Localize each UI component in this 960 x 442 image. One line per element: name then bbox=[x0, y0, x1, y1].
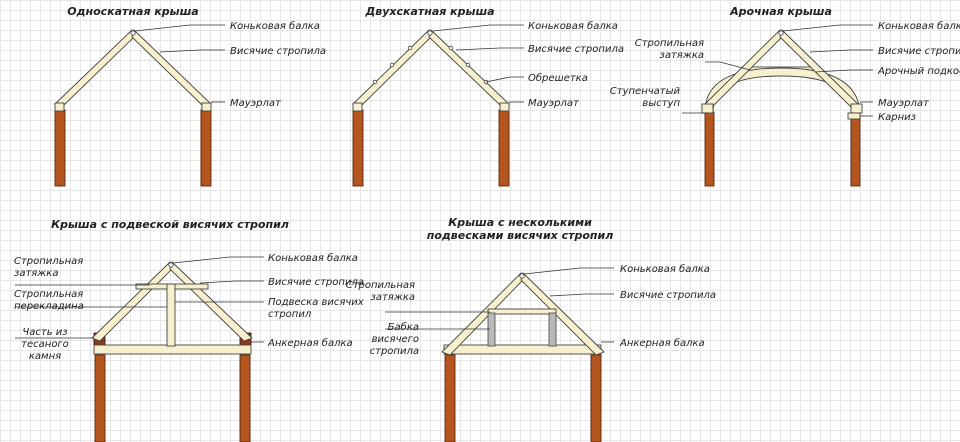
label-wall-plate: Мауэрлат bbox=[230, 98, 282, 109]
diagram-queen-post-roof: Крыша с несколькими подвесками висячих с… bbox=[346, 216, 716, 442]
batten bbox=[465, 62, 471, 68]
leader-line bbox=[199, 280, 264, 284]
queen-post-right bbox=[548, 312, 557, 347]
wall-post-left bbox=[352, 109, 364, 187]
label-hanging-rafters: Висячие стропила bbox=[268, 277, 364, 288]
ridge-beam bbox=[427, 30, 433, 36]
leader-line bbox=[814, 69, 873, 73]
batten bbox=[389, 62, 395, 68]
leader-line bbox=[523, 267, 614, 275]
label-ridge-beam: Коньковая балка bbox=[878, 20, 960, 32]
rafter-right bbox=[428, 29, 510, 107]
wall-post-left bbox=[444, 354, 456, 442]
wall-post-right bbox=[850, 111, 861, 187]
label-ridge-beam: Коньковая балка bbox=[528, 20, 618, 32]
wall-post-right bbox=[200, 109, 212, 187]
label-anchor-beam: Анкерная балка bbox=[267, 337, 353, 349]
leader-line bbox=[485, 76, 524, 83]
wall-post-left bbox=[54, 109, 66, 187]
leader-line bbox=[705, 61, 751, 71]
label-anchor-beam: Анкерная балка bbox=[619, 337, 705, 349]
leader-line bbox=[159, 49, 225, 53]
leader-line bbox=[172, 256, 264, 264]
ridge-beam bbox=[519, 273, 525, 279]
wall-plate-left bbox=[54, 102, 65, 112]
label-ridge-beam: Коньковая балка bbox=[620, 263, 710, 275]
diagram-gable-roof: Двухскатная крыша Коньковая балка Висячи… bbox=[352, 5, 624, 187]
rafter-left bbox=[91, 261, 173, 342]
label-hanging-rafters: Висячие стропила bbox=[230, 46, 326, 57]
batten bbox=[448, 45, 454, 51]
wall-plate-left bbox=[352, 102, 363, 112]
label-rafter-tie: Стропильная затяжка bbox=[346, 280, 415, 303]
label-hanging-rafters: Висячие стропила bbox=[620, 290, 716, 301]
label-collar-beam: Стропильная перекладина bbox=[14, 289, 84, 312]
label-stepped-ledge: Ступенчатый выступ bbox=[610, 86, 680, 109]
label-ridge-beam: Коньковая балка bbox=[268, 252, 358, 264]
label-queen-post: Бабка висячего стропила bbox=[370, 322, 419, 357]
rafter-tie bbox=[487, 308, 557, 315]
wall-plate-right bbox=[499, 102, 510, 112]
diagram-title: Двухскатная крыша bbox=[364, 5, 494, 18]
label-king-post: Подвеска висячих стропил bbox=[268, 297, 364, 320]
label-rafter-tie: Стропильная затяжка bbox=[635, 38, 704, 61]
leader-line bbox=[782, 24, 873, 32]
label-arched-brace: Арочный подкос bbox=[877, 66, 960, 77]
wall-post-right bbox=[239, 354, 251, 442]
label-hewn-stone: Часть из тесаного камня bbox=[21, 327, 69, 362]
batten bbox=[407, 45, 413, 51]
queen-post-left bbox=[487, 312, 496, 347]
wall-post-left bbox=[94, 354, 106, 442]
diagram-title: Крыша с несколькими подвесками висячих с… bbox=[427, 216, 614, 242]
ridge-beam bbox=[778, 30, 784, 36]
king-post bbox=[166, 283, 176, 347]
label-battens: Обрешетка bbox=[528, 72, 588, 84]
leader-line bbox=[134, 24, 225, 32]
cornice bbox=[847, 112, 861, 120]
rafter-right bbox=[169, 261, 253, 342]
wall-post-left bbox=[704, 111, 715, 187]
leader-line bbox=[549, 293, 614, 297]
rafter-left bbox=[54, 29, 135, 107]
rafter-left bbox=[352, 29, 432, 107]
label-hanging-rafters: Висячие стропила bbox=[528, 44, 624, 55]
batten bbox=[372, 79, 378, 85]
wall-plate-right bbox=[850, 103, 863, 114]
diagram-title: Крыша с подвеской висячих стропил bbox=[51, 218, 289, 231]
leader-line bbox=[432, 24, 524, 32]
label-wall-plate: Мауэрлат bbox=[528, 98, 580, 109]
anchor-beam bbox=[443, 344, 602, 355]
diagram-title: Арочная крыша bbox=[729, 5, 832, 18]
label-cornice: Карниз bbox=[878, 112, 916, 123]
label-wall-plate: Мауэрлат bbox=[878, 98, 930, 109]
diagram-king-post-roof: Крыша с подвеской висячих стропил Конько… bbox=[14, 218, 364, 442]
battens bbox=[372, 45, 489, 85]
wall-plate-right bbox=[201, 102, 212, 112]
ridge-beam bbox=[130, 30, 136, 36]
ridge-beam bbox=[168, 262, 174, 268]
leader-line bbox=[809, 49, 873, 53]
wall-post-right bbox=[590, 354, 602, 442]
diagram-arched-roof: Арочная крыша Коньковая балка Висячие ст… bbox=[610, 5, 960, 187]
rafter-right bbox=[131, 29, 212, 107]
diagram-single-pitch-roof: Односкатная крыша Коньковая балка Висячи… bbox=[54, 5, 326, 187]
wall-plate-left bbox=[701, 103, 714, 114]
leader-line bbox=[455, 47, 524, 51]
label-rafter-tie: Стропильная затяжка bbox=[14, 256, 83, 279]
label-hanging-rafters: Висячие стропила bbox=[878, 46, 960, 57]
label-ridge-beam: Коньковая балка bbox=[230, 20, 320, 32]
wall-post-right bbox=[498, 109, 510, 187]
diagram-title: Односкатная крыша bbox=[67, 5, 198, 18]
